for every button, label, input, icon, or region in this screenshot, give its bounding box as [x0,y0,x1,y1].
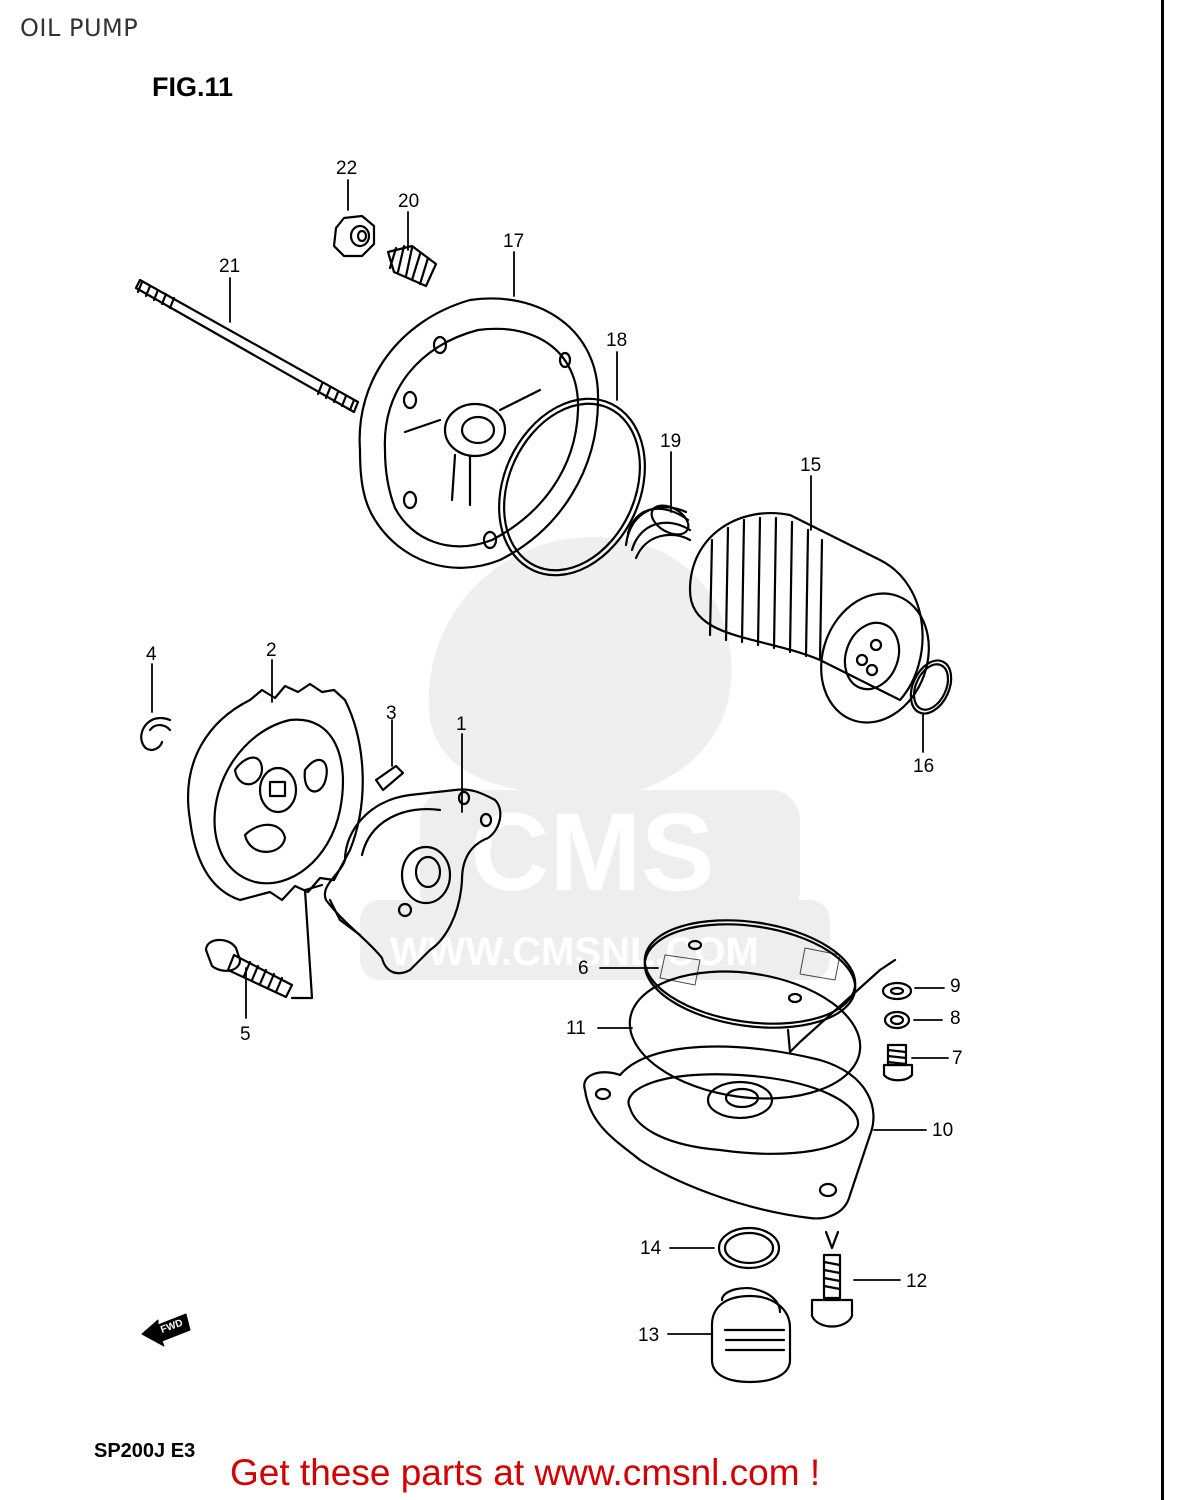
callout-6: 6 [578,958,589,979]
part-13-drain-plug [710,1286,792,1384]
callout-5: 5 [240,1024,251,1045]
part-8-washer [883,1010,911,1030]
part-11-gasket [628,970,862,1100]
part-19-spring [624,504,692,560]
forward-direction-arrow: FWD [141,1313,191,1347]
part-1-oil-pump-body [323,788,502,975]
part-15-oil-filter [688,512,930,724]
assembly-guide-line-7 [786,958,897,1054]
call-to-action-link[interactable]: Get these parts at www.cmsnl.com ! [230,1452,821,1493]
part-12-bolt [810,1230,854,1328]
part-2-gear [187,682,364,902]
watermark: CMS WWW.CMSNL.COM [360,537,830,980]
callout-16: 16 [913,756,934,777]
part-14-o-ring [717,1226,781,1270]
figure-label: FIG.11 [152,72,234,102]
callout-12: 12 [906,1271,927,1292]
callout-7: 7 [952,1048,963,1069]
part-9-washer [881,981,913,1001]
callout-22: 22 [336,158,357,179]
part-20-stud [386,244,438,288]
part-10-sump-cover [583,1045,875,1220]
callout-3: 3 [386,703,397,724]
watermark-url-text: WWW.CMSNL.COM [390,930,759,974]
callout-21: 21 [219,256,240,277]
callout-13: 13 [638,1325,659,1346]
part-6-oil-strainer-screen [643,919,857,1029]
model-code: SP200J E3 [94,1440,196,1462]
assembly-guide-line-5 [290,883,324,1000]
callout-15: 15 [800,455,821,476]
part-18-o-ring [498,397,646,577]
page-border [1161,0,1164,1500]
callout-17: 17 [503,231,524,252]
callout-19: 19 [660,431,681,452]
part-3-pin [374,764,405,792]
callout-18: 18 [606,330,627,351]
part-16-small-o-ring [909,659,953,715]
callout-8: 8 [950,1008,961,1029]
part-17-filter-cover [358,297,600,569]
callout-leader-lines [151,179,949,1335]
part-4-circlip [140,717,172,751]
callout-10: 10 [932,1120,953,1141]
part-22-nut [332,214,376,258]
part-7-bolt [882,1043,914,1082]
callout-9: 9 [950,976,961,997]
page-title: OIL PUMP [20,14,139,42]
part-21-long-stud [134,278,360,414]
callout-20: 20 [398,191,419,212]
part-5-bolt [204,938,294,999]
callout-1: 1 [456,714,467,735]
watermark-logo-text: CMS [470,791,714,914]
callout-11: 11 [566,1018,586,1039]
callout-labels: 22 20 17 21 18 19 15 16 4 2 3 1 5 6 11 9… [146,158,963,1346]
callout-14: 14 [640,1238,662,1259]
callout-2: 2 [266,640,277,661]
callout-4: 4 [146,644,157,665]
